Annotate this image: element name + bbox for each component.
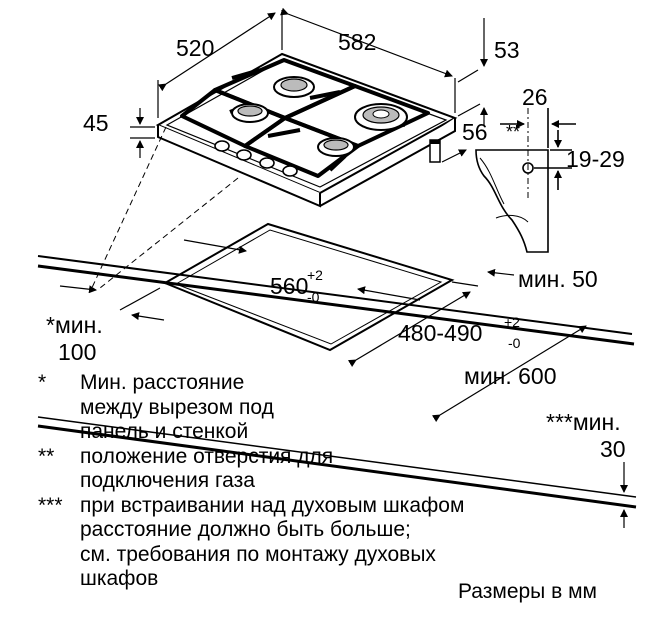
- dim-hob-width: 582: [338, 29, 376, 55]
- units-label: Размеры в мм: [458, 580, 597, 603]
- footnote-mark: **: [38, 444, 55, 468]
- burners: [231, 76, 408, 157]
- dim-gas-inlet-height: 19-29: [566, 146, 625, 172]
- dim-min-oven-line2: 30: [600, 436, 626, 462]
- dim-hob-height-right: 53: [494, 37, 520, 63]
- svg-text:560: 560: [270, 273, 308, 299]
- hob-dimension-lines: [130, 7, 488, 163]
- svg-text:-0: -0: [508, 335, 521, 351]
- dim-cutout-width: 560 +2 -0: [270, 267, 323, 305]
- dim-min-worktop-depth: мин. 600: [464, 363, 557, 389]
- burner-front-right: [317, 137, 355, 157]
- dim-hob-depth: 520: [176, 35, 214, 61]
- burner-rear-left: [273, 76, 315, 98]
- dim-min-wall-line2: 100: [58, 339, 96, 365]
- gas-hob: [155, 52, 458, 208]
- dim-min-oven-line1: ***мин.: [546, 409, 621, 435]
- svg-text:-0: -0: [307, 289, 320, 305]
- burner-wok: [354, 103, 408, 131]
- svg-text:480-490: 480-490: [398, 320, 482, 346]
- svg-text:+2: +2: [504, 314, 520, 330]
- dim-gas-inlet-width: 26: [522, 84, 548, 110]
- control-knobs: [214, 140, 298, 177]
- gas-inlet-labels: 26 ** 19-29: [506, 84, 625, 172]
- dim-min-front-edge: мин. 50: [518, 266, 598, 292]
- dim-cutout-depth: 480-490 +2 -0: [398, 314, 521, 351]
- burner-front-left: [231, 103, 269, 123]
- footnote-mark: ***: [38, 493, 63, 517]
- dim-hob-height-left: 45: [83, 110, 109, 136]
- cutout-dimension-lines: [59, 239, 628, 528]
- gas-inlet-detail: [475, 108, 576, 253]
- hob-dimension-labels: 520 582 53 45 56: [83, 29, 520, 145]
- dim-gas-pipe-offset: 56: [462, 119, 488, 145]
- gas-inlet-mark: **: [506, 122, 520, 142]
- dim-min-wall-line1: *мин.: [46, 312, 103, 338]
- svg-text:+2: +2: [307, 267, 323, 283]
- cutout-dimension-labels: 560 +2 -0 480-490 +2 -0 мин. 50 *мин. 10…: [46, 266, 626, 462]
- footnote-mark: *: [38, 371, 47, 394]
